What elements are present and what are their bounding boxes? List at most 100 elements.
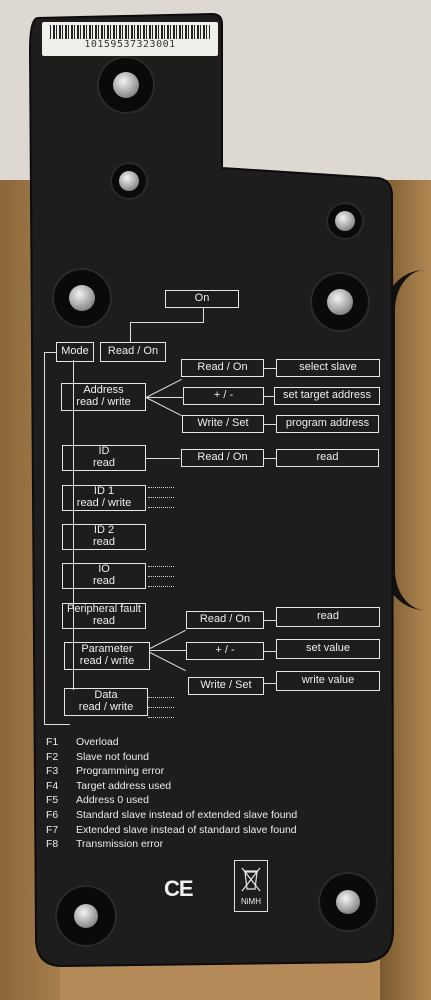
branch-line <box>150 650 186 651</box>
address-action-result-box: select slave <box>276 359 380 377</box>
id-box: ID read <box>62 445 146 471</box>
parameter-action-button: Read / On <box>199 613 251 626</box>
parameter-action-button: Write / Set <box>200 679 252 692</box>
screw-upper-right <box>326 202 364 240</box>
parameter-action-button-box: Write / Set <box>188 677 264 695</box>
parameter-action-button: + / - <box>215 644 235 657</box>
error-text: Transmission error <box>76 838 164 851</box>
screw-bottom-left <box>55 885 117 947</box>
error-row: F5 Address 0 used <box>46 793 376 808</box>
error-text: Programming error <box>76 765 165 778</box>
error-row: F7 Extended slave instead of standard sla… <box>46 823 376 838</box>
main-flow-line <box>73 360 74 690</box>
address-action-result: set target address <box>282 389 372 402</box>
serial-sticker: 10159537323001 <box>42 22 218 56</box>
error-text: Extended slave instead of standard slave… <box>76 823 297 836</box>
result-line <box>264 651 276 652</box>
parameter-action-button-box: Read / On <box>186 611 264 629</box>
branch-line <box>146 458 180 459</box>
data-box: Data read / write <box>64 688 148 716</box>
address-action-button: + / - <box>213 389 234 402</box>
parameter-box: Parameter read / write <box>64 642 150 670</box>
address-action-button-box: Read / On <box>181 359 264 377</box>
peripheral-fault-title: Peripheral fault <box>67 603 141 616</box>
crossed-bin-icon <box>241 867 261 892</box>
id2-title: ID 2 <box>93 524 115 537</box>
address-box: Address read / write <box>61 383 146 411</box>
id2-mode: read <box>92 536 116 548</box>
dotted-branch <box>148 717 174 718</box>
io-title: IO <box>98 563 110 576</box>
address-action-result: select slave <box>299 361 357 374</box>
error-row: F3 Programming error <box>46 764 376 779</box>
error-text: Overload <box>76 736 119 748</box>
loop-back-line <box>44 724 70 725</box>
branch-line <box>146 397 184 398</box>
peripheral-fault-mode: read <box>92 615 116 627</box>
battery-type-label: NiMH <box>241 897 261 906</box>
parameter-title: Parameter <box>81 643 133 656</box>
error-code: F3 <box>46 765 59 778</box>
id-mode: read <box>92 457 116 469</box>
address-action-button-box: + / - <box>183 387 264 405</box>
screw-right <box>310 272 370 332</box>
parameter-mode: read / write <box>79 655 135 667</box>
error-row: F6 Standard slave instead of extended sla… <box>46 808 376 823</box>
error-row: F4 Target address used <box>46 779 376 794</box>
parameter-action-result-box: write value <box>276 671 380 691</box>
id1-mode: read / write <box>76 497 132 509</box>
serial-number: 10159537323001 <box>84 39 176 50</box>
parameter-action-result: write value <box>301 674 355 687</box>
id1-title: ID 1 <box>93 485 115 498</box>
result-line <box>264 396 274 397</box>
result-line <box>264 368 276 369</box>
address-action-button: Read / On <box>197 361 248 374</box>
id-action-result-box: read <box>276 449 379 467</box>
io-mode: read <box>92 575 116 587</box>
screw-upper-middle <box>110 162 148 200</box>
parameter-action-result: read <box>316 610 340 623</box>
error-text: Standard slave instead of extended slave… <box>76 808 298 821</box>
connector-line <box>130 322 131 342</box>
barcode <box>50 25 210 39</box>
error-code: F4 <box>46 779 59 792</box>
address-action-result: program address <box>285 417 370 430</box>
error-code: F5 <box>46 794 59 807</box>
read-on-label: Read / On <box>107 345 159 358</box>
dotted-branch <box>148 507 174 508</box>
data-title: Data <box>94 689 118 702</box>
id1-box: ID 1 read / write <box>62 485 146 511</box>
connector-line <box>130 322 204 323</box>
result-line <box>264 424 276 425</box>
id-action-button-box: Read / On <box>181 449 264 467</box>
loop-back-line <box>44 352 56 353</box>
error-text: Target address used <box>76 779 172 792</box>
address-action-button-box: Write / Set <box>182 415 264 433</box>
dotted-branch <box>148 697 174 698</box>
loop-back-line <box>44 352 45 724</box>
read-on-box: Read / On <box>100 342 166 362</box>
error-code: F7 <box>46 823 59 836</box>
error-code: F6 <box>46 808 59 821</box>
error-code: F2 <box>46 750 59 763</box>
address-title: Address <box>83 384 124 397</box>
screw-top <box>97 56 155 114</box>
address-action-button: Write / Set <box>197 417 249 430</box>
ce-mark: CE <box>164 876 194 901</box>
io-box: IO read <box>62 563 146 589</box>
error-text: Address 0 used <box>76 794 149 807</box>
screw-left <box>52 268 112 328</box>
address-action-result-box: set target address <box>274 387 380 405</box>
result-line <box>264 458 276 459</box>
error-text: Slave not found <box>76 750 149 763</box>
data-mode: read / write <box>78 701 134 713</box>
parameter-action-button-box: + / - <box>186 642 264 660</box>
result-line <box>264 683 276 684</box>
mode-box: Mode <box>56 342 94 362</box>
dotted-branch <box>148 586 174 587</box>
address-mode: read / write <box>76 396 131 408</box>
